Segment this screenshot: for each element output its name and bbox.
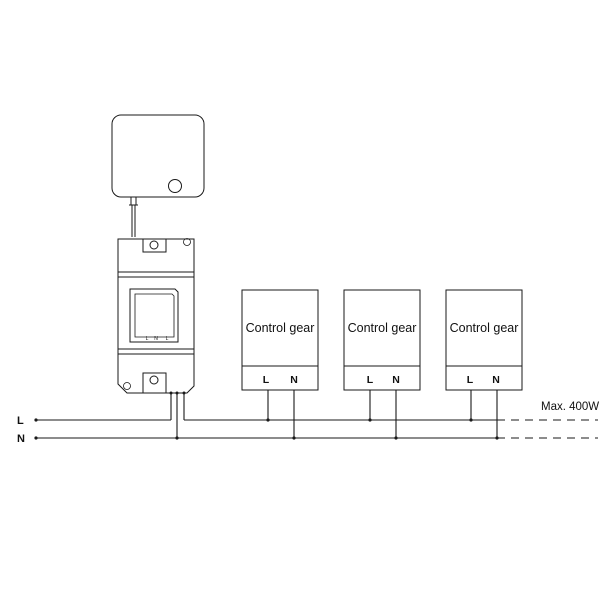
controller-terminal-label: N	[154, 336, 158, 342]
mounting-screw-icon	[149, 375, 159, 385]
control-gear-terminal-l: L	[467, 374, 474, 386]
control-gear-title: Control gear	[348, 321, 417, 335]
control-gear: Control gear L N	[343, 289, 421, 391]
control-gear-terminal-n: N	[492, 374, 500, 386]
mounting-screw-icon	[149, 240, 159, 250]
wireless-hub	[111, 114, 205, 206]
control-gear-title: Control gear	[246, 321, 315, 335]
max-load-label: Max. 400W	[541, 401, 599, 413]
controller-module: L N L	[117, 238, 195, 394]
control-gear-title: Control gear	[450, 321, 519, 335]
hub-button-icon	[168, 179, 182, 193]
control-gear: Control gear L N	[445, 289, 523, 391]
line-label: L	[17, 415, 24, 427]
control-gear-terminal-l: L	[263, 374, 270, 386]
hub-cable	[131, 205, 136, 237]
control-gear-terminal-l: L	[367, 374, 374, 386]
control-gear-terminal-n: N	[392, 374, 400, 386]
controller-terminal-label: L	[146, 336, 149, 342]
control-gear-terminal-n: N	[290, 374, 298, 386]
controller-terminal-label: L	[166, 336, 169, 342]
neutral-label: N	[17, 433, 25, 445]
control-gear: Control gear L N	[241, 289, 319, 391]
wiring	[34, 390, 598, 440]
